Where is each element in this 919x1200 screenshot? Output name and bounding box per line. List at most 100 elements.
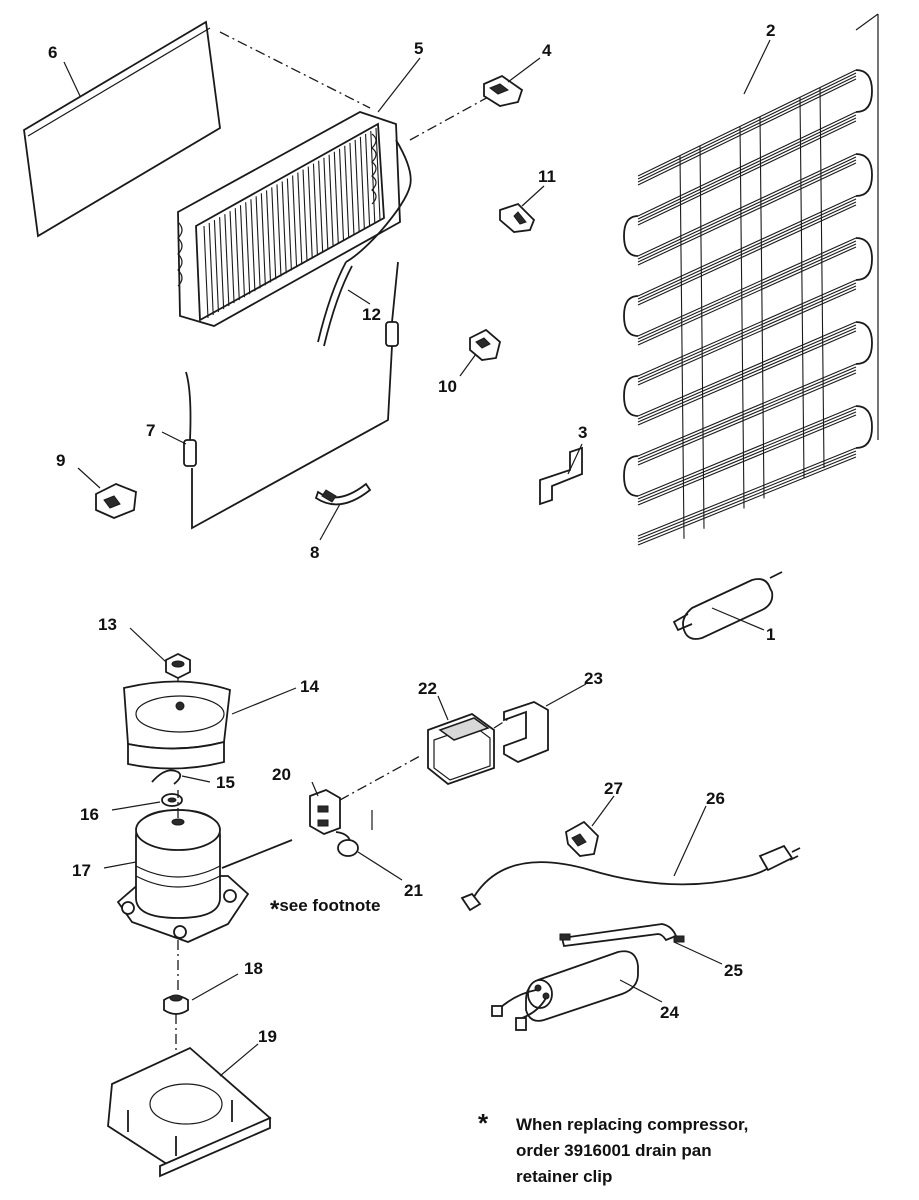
callout-3: 3: [578, 423, 587, 442]
part-3-bracket: [539, 446, 583, 506]
coil-fin: [255, 196, 261, 289]
coil-fin: [344, 145, 350, 238]
part-12-tubing: [191, 261, 399, 530]
callout-27: 27: [604, 779, 623, 798]
condenser-tubes: [637, 69, 857, 546]
part-17-compressor: [116, 809, 293, 943]
part-27-clamp: [565, 820, 599, 857]
footnote-line-2: order 3916001 drain pan: [516, 1141, 712, 1160]
footnote-line-1: When replacing compressor,: [516, 1115, 749, 1134]
callout-10: 10: [438, 377, 457, 396]
coil-support-wire: [739, 126, 745, 509]
callout-17: 17: [72, 861, 91, 880]
callout-13: 13: [98, 615, 117, 634]
coil-fin: [224, 214, 230, 307]
coil-fin: [338, 148, 345, 241]
part-9-clip: [95, 483, 137, 519]
callout-14: 14: [300, 677, 319, 696]
part-11-clip: [499, 202, 536, 233]
callout-7: 7: [146, 421, 155, 440]
coil-bend: [855, 321, 873, 365]
callout-4: 4: [542, 41, 552, 60]
see-footnote-label: *see footnote: [270, 896, 380, 924]
coil-fin: [281, 181, 287, 274]
callout-9: 9: [56, 451, 65, 470]
coil-fin: [245, 202, 251, 295]
callout-18: 18: [244, 959, 263, 978]
coil-fin: [208, 223, 214, 316]
coil-support-wire: [799, 97, 805, 479]
coil-bend: [855, 237, 873, 281]
coil-fin: [286, 178, 292, 271]
callout-22: 22: [418, 679, 437, 698]
part-18-grommet: [163, 994, 189, 1015]
callout-19: 19: [258, 1027, 277, 1046]
coil-fin: [265, 190, 272, 283]
part-6-panel: [23, 20, 221, 238]
part-26-power-cord: [460, 844, 801, 912]
callout-15: 15: [216, 773, 235, 792]
part-10-clip: [469, 328, 502, 361]
footnote-line-3: retainer clip: [516, 1167, 613, 1186]
coil-bend: [855, 405, 873, 449]
coil-fin: [365, 133, 371, 226]
coil-fin: [239, 205, 246, 298]
callout-1: 1: [766, 625, 775, 644]
part-23-bracket: [503, 701, 549, 763]
callout-6: 6: [48, 43, 57, 62]
see-footnote-text: see footnote: [279, 896, 381, 915]
part-13-nut: [165, 652, 191, 680]
part-19-base-bracket: [107, 1046, 272, 1178]
coil-fin: [297, 172, 303, 265]
callout-24: 24: [660, 1003, 679, 1022]
callout-8: 8: [310, 543, 319, 562]
leader-lines: [63, 39, 771, 1077]
coil-fin: [328, 154, 334, 247]
coil-fin: [318, 160, 324, 253]
coil-fin: [333, 151, 339, 244]
part-15-clip: [151, 769, 182, 785]
coil-fin: [354, 139, 360, 232]
coil-fin: [375, 127, 381, 221]
coil-bend: [623, 215, 639, 257]
callout-12: 12: [362, 305, 381, 324]
callout-5: 5: [414, 39, 423, 58]
part-24-capacitor: [491, 950, 639, 1031]
coil-support-wire: [759, 116, 765, 499]
coil-fin: [276, 184, 282, 277]
coil-fin: [229, 211, 235, 304]
part-1-drier: [672, 571, 783, 640]
coil-fin: [203, 225, 209, 319]
coil-fin: [307, 166, 313, 259]
callout-23: 23: [584, 669, 603, 688]
part-22-cover: [427, 712, 495, 786]
callouts: 1 2 3 4 5 6 7 8 9 10 11 12 13 14 15 16 1…: [48, 21, 775, 1046]
coil-fin: [323, 157, 329, 250]
coil-fin: [213, 220, 219, 313]
coil-bend: [623, 295, 639, 337]
coil-support-wire: [679, 155, 685, 539]
part-5-evaporator-coil: [177, 111, 412, 327]
coil-bend: [855, 69, 873, 113]
part-8-clip: [314, 482, 372, 506]
coil-fin: [359, 136, 365, 229]
part-2-condenser-coil: [623, 13, 879, 546]
coil-bend: [623, 455, 639, 497]
coil-fin: [292, 175, 298, 268]
part-7-sensor: [183, 371, 197, 467]
part-14-drain-pan: [123, 680, 231, 770]
footnote-star: *: [478, 1108, 489, 1138]
see-footnote-star: *: [270, 896, 280, 923]
coil-fin: [250, 199, 256, 292]
coil-support-wire: [699, 145, 705, 529]
coil-fin: [219, 217, 225, 310]
callout-21: 21: [404, 881, 423, 900]
callout-20: 20: [272, 765, 291, 784]
coil-fin: [302, 169, 308, 262]
part-25-strap: [559, 923, 685, 947]
coil-fin: [271, 187, 277, 280]
coil-fin: [312, 163, 319, 256]
coil-bend: [855, 153, 873, 197]
callout-11: 11: [538, 167, 556, 186]
